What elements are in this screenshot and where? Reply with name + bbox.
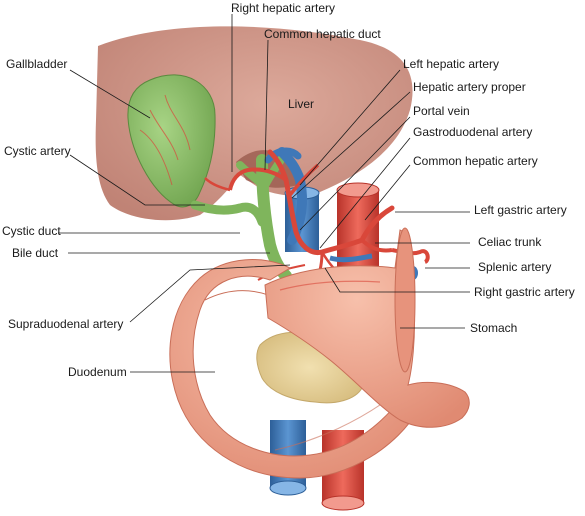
label-liver: Liver	[288, 97, 314, 111]
label-gastroduodenal-artery: Gastroduodenal artery	[413, 125, 532, 139]
label-gallbladder: Gallbladder	[6, 57, 67, 71]
label-left-hepatic-artery: Left hepatic artery	[403, 57, 499, 71]
stomach	[264, 227, 470, 428]
label-cystic-artery: Cystic artery	[4, 144, 71, 158]
label-cystic-duct: Cystic duct	[2, 224, 61, 238]
label-celiac-trunk: Celiac trunk	[478, 235, 542, 249]
label-left-gastric-artery: Left gastric artery	[474, 203, 567, 217]
label-supraduodenal-artery: Supraduodenal artery	[8, 317, 123, 331]
label-stomach: Stomach	[470, 321, 517, 335]
label-bile-duct: Bile duct	[12, 246, 59, 260]
label-portal-vein: Portal vein	[413, 104, 470, 118]
label-right-gastric-artery: Right gastric artery	[474, 285, 575, 299]
label-common-hepatic-duct: Common hepatic duct	[264, 27, 381, 41]
label-right-hepatic-artery: Right hepatic artery	[231, 1, 335, 15]
leader-lines	[58, 14, 470, 373]
label-hepatic-artery-proper: Hepatic artery proper	[413, 80, 526, 94]
portal-vein	[264, 147, 373, 263]
label-duodenum: Duodenum	[68, 365, 127, 379]
label-splenic-artery: Splenic artery	[478, 260, 551, 274]
labels: Right hepatic artery Common hepatic duct…	[2, 1, 575, 379]
label-common-hepatic-artery: Common hepatic artery	[413, 154, 538, 168]
